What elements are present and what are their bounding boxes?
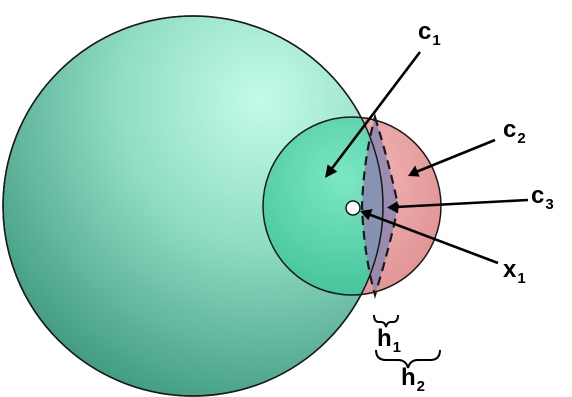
label-h1: h1 <box>377 325 401 356</box>
large-sphere-outline <box>2 15 384 397</box>
label-c2: c2 <box>503 116 526 147</box>
small-sphere-outline <box>262 116 442 296</box>
arrow-c2 <box>408 138 496 177</box>
label-h1-main: h <box>377 325 392 352</box>
label-c3: c3 <box>531 182 554 213</box>
arrow-x1 <box>360 209 499 265</box>
label-c3-subscript: 3 <box>545 196 554 213</box>
brace-h2 <box>375 349 441 369</box>
intersection-lens <box>362 117 398 295</box>
label-h1-subscript: 1 <box>392 339 402 356</box>
label-x1-subscript: 1 <box>517 270 526 287</box>
label-c2-main: c <box>503 116 517 143</box>
label-x1: x1 <box>503 256 526 287</box>
brace-h1 <box>373 314 399 328</box>
label-c1-main: c <box>418 18 432 45</box>
label-x1-main: x <box>503 256 517 283</box>
label-h2-subscript: 2 <box>416 378 426 395</box>
label-h2: h2 <box>401 364 425 395</box>
arrow-c3 <box>387 198 529 214</box>
label-c2-subscript: 2 <box>517 130 526 147</box>
point-x1-marker <box>345 200 361 216</box>
label-c3-main: c <box>531 182 545 209</box>
label-c1-subscript: 1 <box>432 32 441 49</box>
intersection-dashed-boundary <box>360 113 400 299</box>
label-c1: c1 <box>418 18 441 49</box>
label-h2-main: h <box>401 364 416 391</box>
arrow-c1 <box>325 51 422 178</box>
